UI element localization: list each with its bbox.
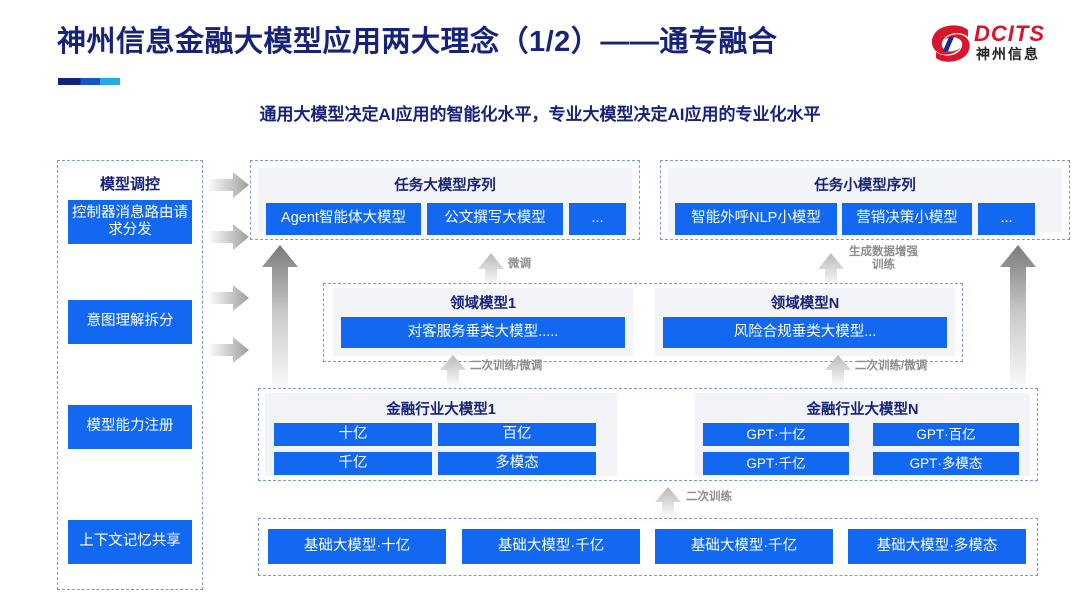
flow-arrow-up-retrain-finetune-right	[825, 355, 851, 387]
industry-model-n-item-3[interactable]: GPT·千亿	[703, 452, 849, 475]
flow-arrow-right-3	[207, 285, 249, 311]
sidebar-item-controller-routing[interactable]: 控制器消息路由请求分发	[68, 200, 192, 244]
sidebar-item-capability-registry[interactable]: 模型能力注册	[68, 405, 192, 449]
foundation-model-item-2[interactable]: 基础大模型·千亿	[462, 529, 640, 564]
page-title: 神州信息金融大模型应用两大理念（1/2）——通专融合	[57, 26, 778, 58]
flow-arrow-up-tall-left	[262, 245, 298, 395]
flow-arrow-up-tall-right	[1000, 245, 1036, 395]
task-small-model-item-more[interactable]: ...	[978, 203, 1035, 235]
task-small-model-item-marketing[interactable]: 营销决策小模型	[842, 203, 972, 235]
foundation-model-item-4[interactable]: 基础大模型·多模态	[848, 529, 1026, 564]
industry-model-1-item-3[interactable]: 千亿	[274, 452, 432, 475]
logo-wordmark-en: DCITS	[974, 21, 1045, 46]
industry-model-n-item-4[interactable]: GPT·多模态	[873, 452, 1019, 475]
dcits-logo: DCITS 神州信息	[930, 22, 1060, 70]
industry-model-n-item-1[interactable]: GPT·十亿	[703, 423, 849, 446]
industry-model-1-item-1[interactable]: 十亿	[274, 423, 432, 446]
arrow-label-finetune: 微调	[508, 258, 531, 270]
model-control-title: 模型调控	[99, 176, 160, 193]
task-large-model-item-docwriting[interactable]: 公文撰写大模型	[427, 203, 563, 235]
title-underline-rule	[58, 78, 120, 85]
flow-arrow-up-finetune	[478, 253, 504, 287]
logo-wordmark-cn: 神州信息	[976, 46, 1040, 62]
arrow-label-retrain-finetune-left: 二次训练/微调	[470, 360, 543, 372]
flow-arrow-up-data-augmentation	[818, 253, 844, 287]
industry-model-1-item-2[interactable]: 百亿	[438, 423, 596, 446]
sidebar-item-intent-parsing[interactable]: 意图理解拆分	[68, 300, 192, 344]
task-large-model-title: 任务大模型序列	[394, 178, 496, 194]
domain-model-1-title: 领域模型1	[449, 296, 517, 312]
page-subtitle: 通用大模型决定AI应用的智能化水平，专业大模型决定AI应用的专业化水平	[259, 105, 821, 124]
flow-arrow-right-2	[207, 224, 249, 250]
sidebar-item-context-memory[interactable]: 上下文记忆共享	[68, 520, 192, 564]
industry-model-1-item-4[interactable]: 多模态	[438, 452, 596, 475]
foundation-model-item-3[interactable]: 基础大模型·千亿	[655, 529, 833, 564]
industry-model-n-title: 金融行业大模型N	[806, 402, 919, 418]
task-large-model-item-more[interactable]: ...	[569, 203, 626, 235]
foundation-model-item-1[interactable]: 基础大模型·十亿	[268, 529, 446, 564]
domain-model-1-item[interactable]: 对客服务垂类大模型.....	[341, 317, 625, 348]
industry-model-1-title: 金融行业大模型1	[386, 402, 496, 418]
arrow-label-data-augmentation: 生成数据增强 训练	[849, 246, 918, 272]
logo-swirl-icon	[931, 25, 970, 62]
flow-arrow-right-4	[207, 337, 249, 363]
task-small-model-title: 任务小模型序列	[814, 178, 916, 194]
flow-arrow-up-retrain	[655, 487, 681, 519]
flow-arrow-up-retrain-finetune-left	[440, 355, 466, 387]
industry-model-n-item-2[interactable]: GPT·百亿	[873, 423, 1019, 446]
arrow-label-retrain-finetune-right: 二次训练/微调	[855, 360, 928, 372]
task-large-model-item-agent[interactable]: Agent智能体大模型	[266, 203, 421, 235]
domain-model-n-title: 领域模型N	[770, 296, 840, 312]
arrow-label-retrain: 二次训练	[686, 491, 732, 503]
domain-model-n-item[interactable]: 风险合规垂类大模型...	[663, 317, 947, 348]
flow-arrow-right-1	[207, 172, 249, 198]
task-small-model-item-nlp-outbound[interactable]: 智能外呼NLP小模型	[675, 203, 837, 235]
